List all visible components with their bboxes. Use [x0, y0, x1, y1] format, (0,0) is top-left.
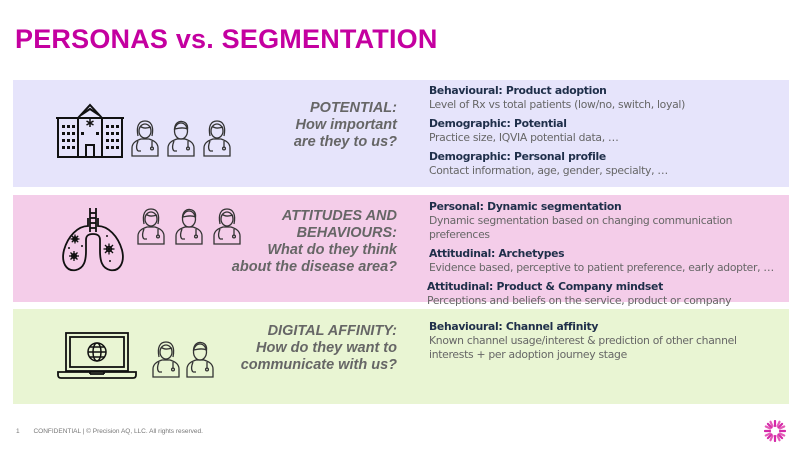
question-line: BEHAVIOURS: — [296, 225, 397, 241]
attitudes-icons — [60, 206, 242, 274]
item-heading: Behavioural: Product adoption — [429, 84, 607, 97]
question-line: How important — [295, 117, 398, 133]
segment-item: Demographic: Potential Practice size, IQ… — [429, 117, 783, 145]
female-doctor-icon — [152, 341, 180, 378]
laptop-globe-icon — [57, 332, 137, 379]
attitudes-details: Personal: Dynamic segmentation Dynamic s… — [427, 200, 783, 313]
item-heading: Personal: Dynamic segmentation — [429, 200, 622, 213]
digital-question: DIGITAL AFFINITY: How do they want to co… — [241, 323, 397, 374]
item-description: Perceptions and beliefs on the service, … — [427, 294, 732, 307]
row-potential: POTENTIAL: How important are they to us?… — [13, 80, 789, 187]
segment-item: Attitudinal: Product & Company mindset P… — [427, 280, 783, 308]
segment-item: Personal: Dynamic segmentation Dynamic s… — [429, 200, 783, 242]
segment-item: Demographic: Personal profile Contact in… — [429, 150, 783, 178]
potential-details: Behavioural: Product adoption Level of R… — [429, 84, 783, 183]
question-line: DIGITAL AFFINITY: — [267, 323, 397, 339]
attitudes-question: ATTITUDES AND BEHAVIOURS: What do they t… — [232, 208, 397, 276]
female-doctor-icon — [203, 120, 231, 157]
item-description: Practice size, IQVIA potential data, … — [429, 131, 619, 144]
question-line: ATTITUDES AND — [281, 208, 397, 224]
page-title: PERSONAS vs. SEGMENTATION — [15, 24, 438, 54]
item-heading: Demographic: Potential — [429, 117, 567, 130]
question-line: POTENTIAL: — [310, 100, 397, 116]
item-heading: Attitudinal: Product & Company mindset — [427, 280, 663, 293]
hospital-icon — [56, 103, 124, 158]
item-heading: Behavioural: Channel affinity — [429, 320, 599, 333]
item-description: interests + per adoption journey stage — [429, 348, 627, 361]
item-description: Known channel usage/interest & predictio… — [429, 334, 737, 347]
precision-flower-logo — [764, 420, 786, 442]
row-digital-affinity: DIGITAL AFFINITY: How do they want to co… — [13, 309, 789, 404]
question-line: What do they think — [267, 242, 397, 258]
female-doctor-icon — [213, 208, 241, 245]
digital-icons — [57, 331, 215, 379]
item-description: Dynamic segmentation based on changing c… — [429, 214, 733, 241]
item-heading: Demographic: Personal profile — [429, 150, 606, 163]
female-doctor-icon — [131, 120, 159, 157]
item-description: Evidence based, perceptive to patient pr… — [429, 261, 774, 274]
copyright-text: CONFIDENTIAL | © Precision AQ, LLC. All … — [33, 428, 203, 435]
segment-item: Behavioural: Product adoption Level of R… — [429, 84, 783, 112]
male-doctor-icon — [167, 120, 195, 157]
question-line: How do they want to — [256, 340, 397, 356]
footer: 1 CONFIDENTIAL | © Precision AQ, LLC. Al… — [16, 428, 203, 435]
male-doctor-icon — [175, 208, 203, 245]
page-number: 1 — [16, 428, 20, 435]
digital-doctors — [151, 339, 215, 379]
male-doctor-icon — [186, 341, 214, 378]
digital-details: Behavioural: Channel affinity Known chan… — [429, 320, 783, 367]
female-doctor-icon — [137, 208, 165, 245]
lungs-icon — [62, 208, 124, 272]
item-heading: Attitudinal: Archetypes — [429, 247, 565, 260]
item-description: Level of Rx vs total patients (low/no, s… — [429, 98, 685, 111]
segment-item: Attitudinal: Archetypes Evidence based, … — [429, 247, 783, 275]
row-attitudes-behaviours: ATTITUDES AND BEHAVIOURS: What do they t… — [13, 195, 789, 307]
question-line: are they to us? — [293, 134, 397, 150]
item-description: Contact information, age, gender, specia… — [429, 164, 668, 177]
question-line: about the disease area? — [231, 259, 397, 275]
question-line: communicate with us? — [240, 357, 397, 373]
potential-icons — [56, 100, 232, 158]
segment-item: Behavioural: Channel affinity Known chan… — [429, 320, 783, 362]
potential-question: POTENTIAL: How important are they to us? — [294, 100, 397, 151]
